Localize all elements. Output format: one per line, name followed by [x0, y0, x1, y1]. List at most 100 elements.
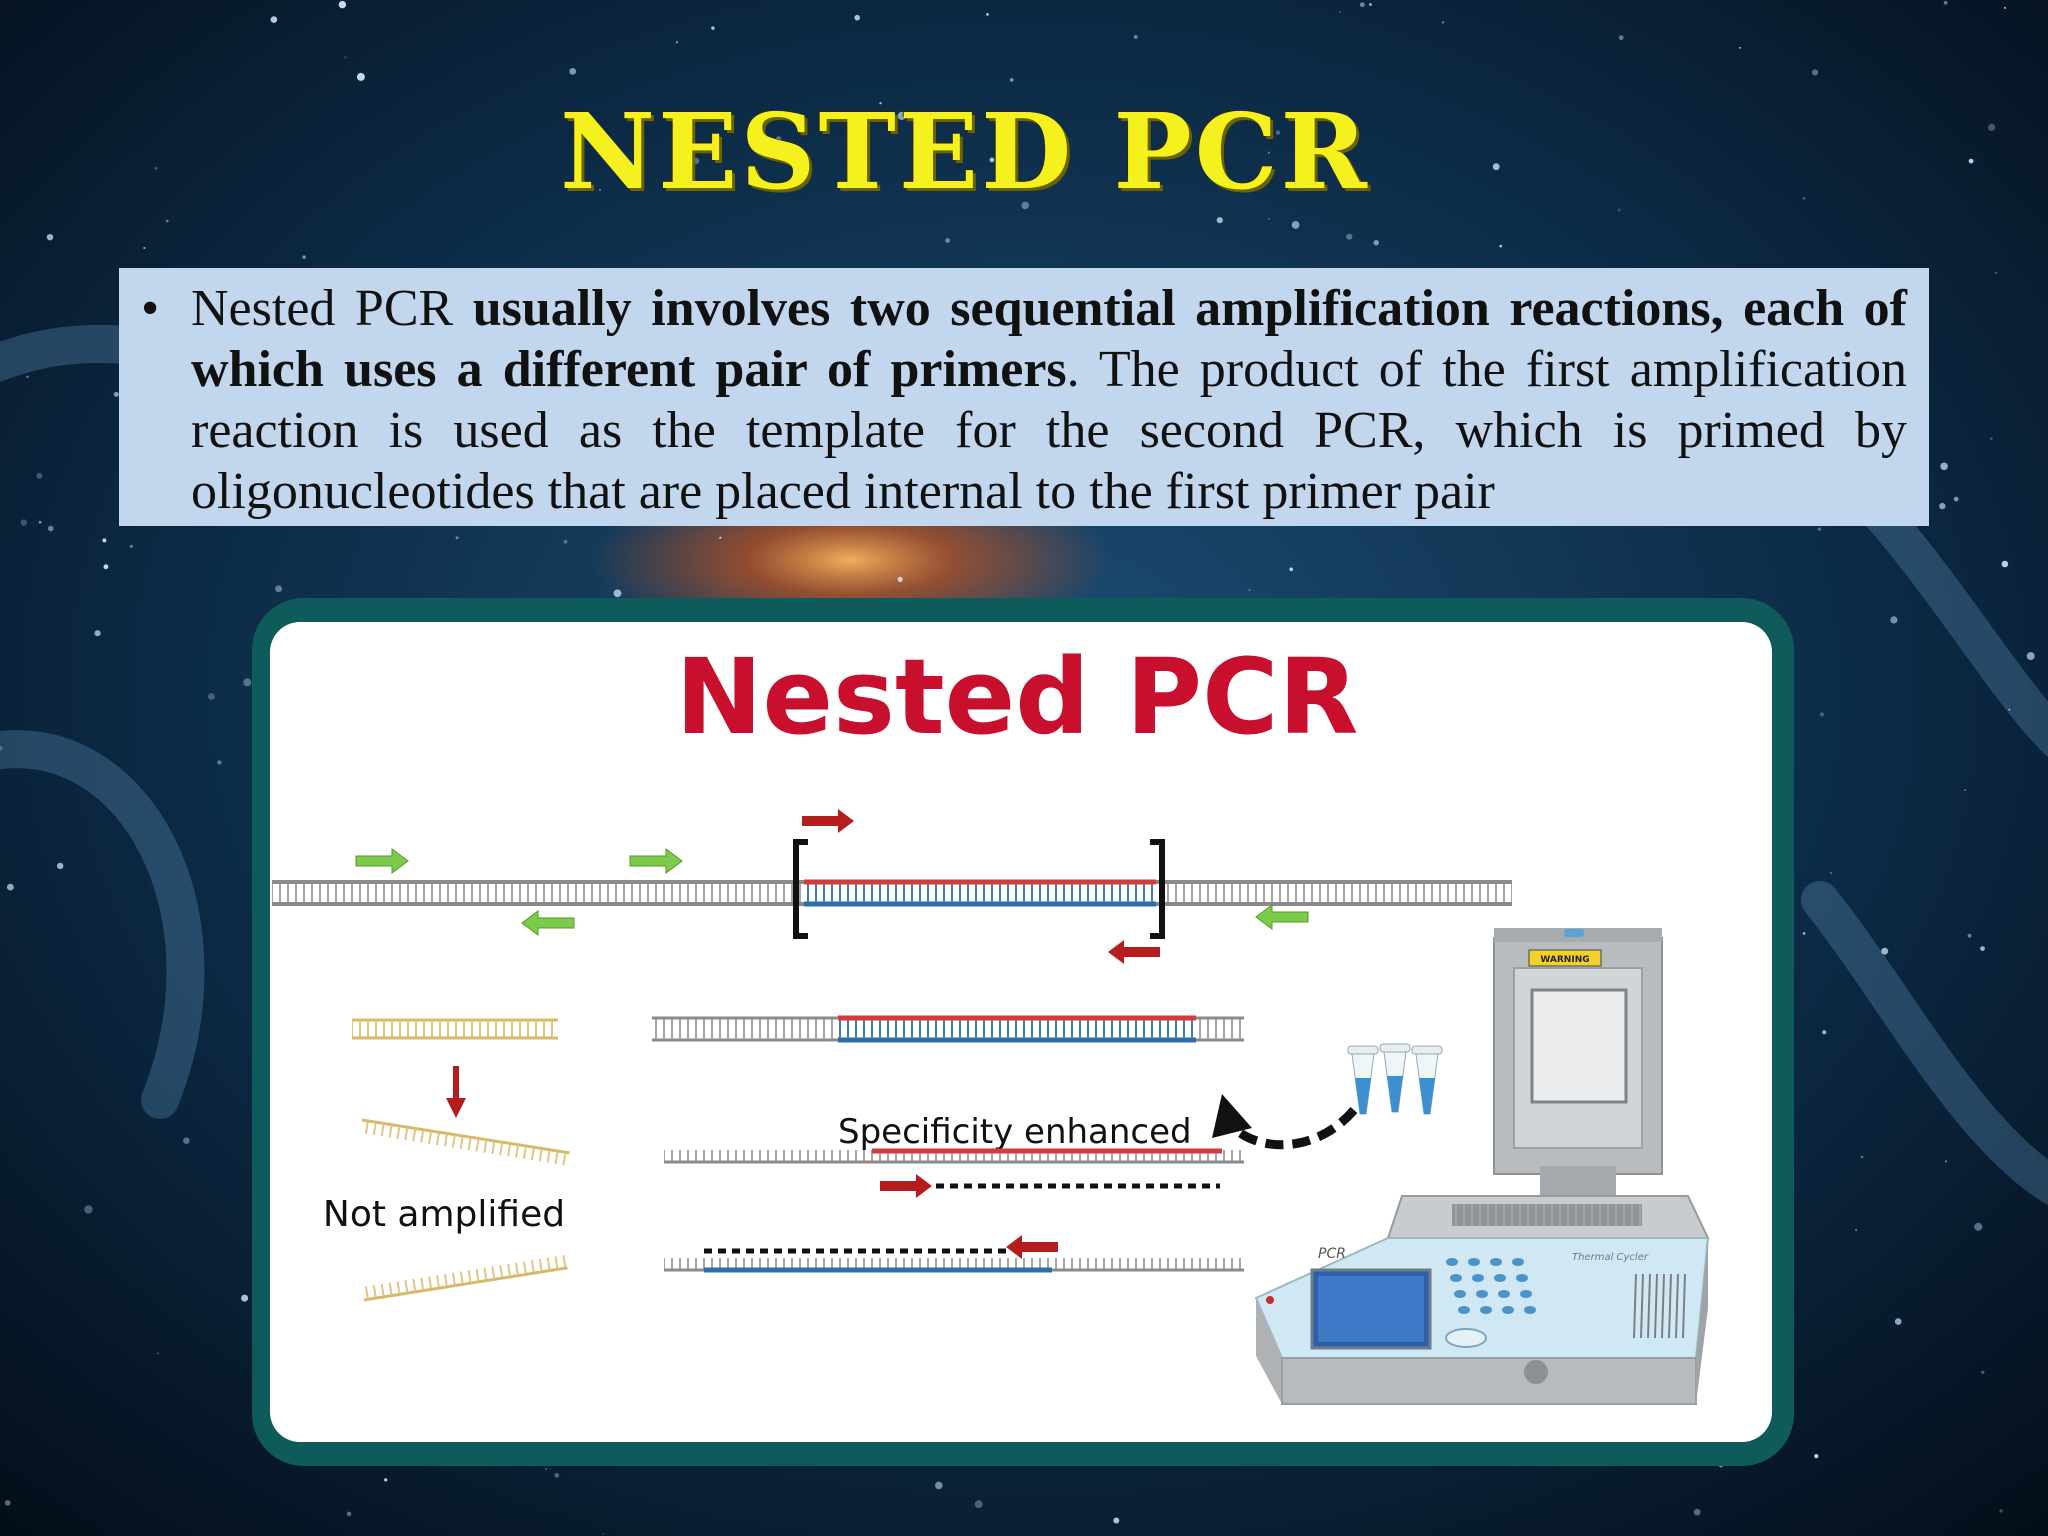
star-particle: [1346, 233, 1353, 240]
star-particle: [143, 246, 146, 250]
keypad-button: [1490, 1258, 1502, 1266]
star-particle: [1113, 1517, 1120, 1524]
vent-slot: [1682, 1273, 1686, 1339]
star-particle: [270, 16, 278, 23]
star-particle: [1964, 789, 1966, 792]
star-particle: [563, 539, 568, 544]
vent-slot: [1647, 1273, 1651, 1339]
star-particle: [854, 14, 860, 21]
keypad-button: [1498, 1290, 1510, 1298]
star-particle: [1974, 1222, 1983, 1231]
star-particle: [338, 0, 347, 9]
keypad-button: [1454, 1290, 1466, 1298]
star-particle: [1492, 163, 1500, 171]
star-particle: [241, 1294, 249, 1302]
star-particle: [156, 1352, 160, 1355]
star-particle: [897, 576, 903, 583]
star-particle: [1860, 1155, 1864, 1159]
tube-icon: [1379, 1043, 1411, 1113]
star-particle: [103, 564, 109, 570]
bullet-point: •: [141, 280, 160, 337]
keypad-button: [1524, 1306, 1536, 1314]
star-particle: [346, 1511, 352, 1517]
non-target-strands: Not amplified: [323, 1018, 570, 1302]
star-particle: [243, 678, 252, 687]
star-particle: [613, 589, 622, 598]
nested-pcr-diagram: Nested PCR No: [272, 636, 1710, 1405]
star-particle: [1275, 130, 1281, 135]
outer-forward-primer-icon: [629, 848, 683, 874]
vent-slot: [1661, 1273, 1665, 1339]
curved-arrow-head-icon: [1212, 1094, 1252, 1138]
keypad-button: [1502, 1306, 1514, 1314]
keypad-button: [1476, 1290, 1488, 1298]
vent-slot: [1654, 1273, 1658, 1339]
tube-icon: [1411, 1045, 1443, 1115]
star-particle: [1819, 712, 1824, 717]
star-particle: [1617, 208, 1621, 212]
star-particle: [166, 219, 169, 223]
pcr-tubes: [1347, 1043, 1443, 1115]
outer-primers: [355, 848, 1309, 936]
star-particle: [94, 630, 101, 637]
star-particle: [1939, 502, 1946, 510]
keypad-button: [1494, 1274, 1506, 1282]
keypad-button: [1450, 1274, 1462, 1282]
star-particle: [986, 13, 989, 16]
star-particle: [1739, 47, 1741, 49]
description-box: • Nested PCR usually involves two sequen…: [119, 268, 1929, 526]
star-particle: [26, 375, 29, 378]
star-particle: [275, 585, 283, 593]
star-particle: [4, 1500, 11, 1506]
star-particle: [344, 56, 347, 59]
warning-label: WARNING: [1540, 955, 1589, 965]
down-arrow-shaft: [453, 1066, 459, 1100]
inner-reverse-primer-extension-icon: [1006, 1235, 1058, 1259]
star-particle: [20, 519, 27, 526]
star-particle: [693, 157, 700, 164]
keypad-button: [1520, 1290, 1532, 1298]
star-particle: [6, 883, 14, 891]
star-particle: [2003, 6, 2007, 9]
star-particle: [384, 1478, 388, 1482]
tube-icon: [1347, 1045, 1379, 1115]
template-dna-strand: [272, 879, 1512, 907]
star-particle: [302, 255, 306, 259]
star-particle: [217, 760, 222, 765]
tan-strand-top: [352, 1018, 558, 1040]
machine-speaker-icon: [1524, 1360, 1548, 1384]
star-particle: [1693, 1508, 1701, 1516]
lid-window: [1530, 988, 1628, 1104]
paragraph-text-2: . The product of the first amplification…: [191, 341, 1907, 520]
outer-forward-primer-icon: [355, 848, 409, 874]
star-particle: [1968, 158, 1974, 164]
star-particle: [356, 72, 365, 81]
down-arrow-icon: [446, 1098, 466, 1118]
star-particle: [1881, 947, 1889, 955]
star-particle: [1021, 201, 1029, 210]
star-particle: [1855, 1229, 1858, 1231]
keypad-button: [1458, 1306, 1470, 1314]
star-particle: [1967, 933, 1972, 938]
star-particle: [1994, 271, 1998, 275]
second-round-bottom-strand: [664, 1258, 1244, 1273]
star-particle: [57, 862, 64, 870]
star-particle: [776, 136, 782, 142]
star-particle: [208, 693, 215, 700]
star-particle: [183, 1137, 190, 1144]
inner-forward-primer-icon: [802, 809, 854, 833]
star-particle: [1940, 462, 1948, 471]
inner-reverse-primer-icon: [1108, 940, 1160, 964]
outer-reverse-primer-icon: [1255, 904, 1309, 930]
star-particle: [1988, 123, 1996, 131]
star-particle: [1943, 0, 1948, 5]
machine-base: [1256, 1298, 1282, 1404]
star-particle: [569, 68, 577, 75]
star-particle: [455, 536, 459, 540]
star-particle: [545, 1468, 547, 1470]
star-particle: [897, 111, 906, 120]
slide-title: NESTED PCR: [560, 90, 1370, 213]
star-particle: [1291, 221, 1300, 229]
star-particle: [598, 188, 602, 192]
star-particle: [711, 26, 715, 30]
